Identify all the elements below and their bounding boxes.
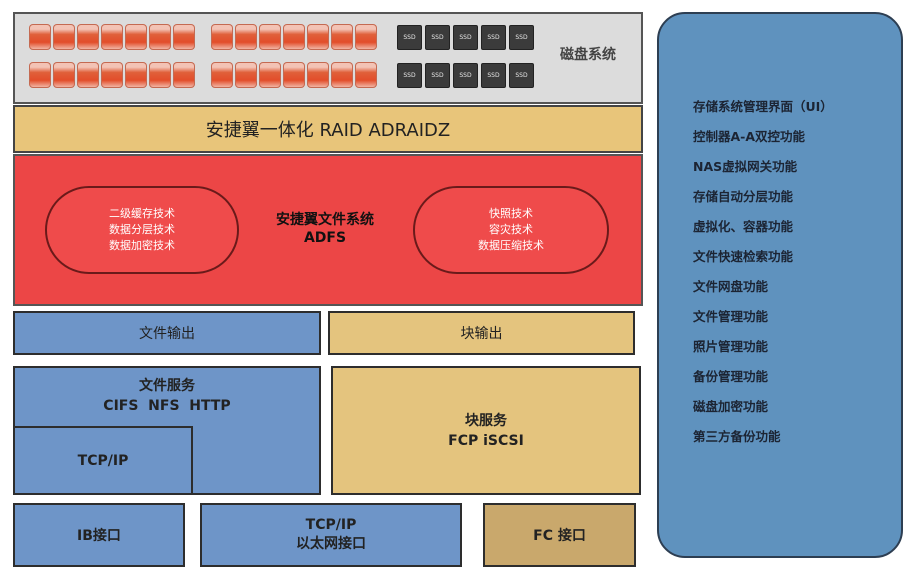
fc-interface-block: FC 接口 (483, 503, 636, 567)
hdd-icon (307, 62, 329, 88)
hdd-icon (211, 62, 233, 88)
fs-left-pill: 二级缓存技术 数据分层技术 数据加密技术 (45, 186, 239, 274)
raid-bar: 安捷翼一体化 RAID ADRAIDZ (13, 105, 643, 153)
hdd-icon (77, 62, 99, 88)
hdd-icon (283, 24, 305, 50)
fs-title: 安捷翼文件系统 ADFS (250, 211, 400, 247)
hdd-icon (125, 24, 147, 50)
hdd-icon (331, 24, 353, 50)
hdd-icon (53, 62, 75, 88)
block-service-title: 块服务 (465, 412, 507, 429)
fs-left-pill-line: 二级缓存技术 (109, 207, 175, 220)
feature-panel: 存储系统管理界面（UI） 控制器A-A双控功能 NAS虚拟网关功能 存储自动分层… (657, 12, 903, 558)
ssd-icon: SSD (397, 63, 422, 88)
fs-title-line1: 安捷翼文件系统 (276, 212, 374, 228)
hdd-icon (29, 24, 51, 50)
ssd-icon: SSD (425, 25, 450, 50)
ssd-icon: SSD (481, 25, 506, 50)
hdd-icon (173, 24, 195, 50)
ethernet-interface-block: TCP/IP 以太网接口 (200, 503, 462, 567)
file-service-text: 文件服务 CIFS NFS HTTP (15, 376, 319, 416)
fs-right-pill: 快照技术 容灾技术 数据压缩技术 (413, 186, 609, 274)
feature-item: 备份管理功能 (693, 369, 769, 384)
hdd-icon (101, 24, 123, 50)
hdd-icon (149, 62, 171, 88)
hdd-icon (101, 62, 123, 88)
hdd-icon (307, 24, 329, 50)
feature-item: 文件网盘功能 (693, 279, 769, 294)
hdd-icon (259, 24, 281, 50)
hdd-row-1b (211, 24, 377, 50)
ssd-icon: SSD (509, 63, 534, 88)
fs-left-pill-line: 数据加密技术 (109, 239, 175, 252)
file-service-protocols: CIFS NFS HTTP (103, 398, 231, 414)
hdd-icon (235, 62, 257, 88)
fs-left-pill-line: 数据分层技术 (109, 223, 175, 236)
hdd-row-1a (29, 24, 195, 50)
disk-system-label: 磁盘系统 (560, 47, 616, 63)
feature-item: 磁盘加密功能 (693, 399, 769, 414)
feature-item: NAS虚拟网关功能 (693, 159, 798, 174)
feature-item: 控制器A-A双控功能 (693, 129, 806, 144)
fs-right-pill-line: 快照技术 (489, 207, 533, 220)
disk-system-block: SSD SSD SSD SSD SSD SSD SSD SSD SSD SSD … (13, 12, 643, 104)
hdd-icon (77, 24, 99, 50)
ssd-icon: SSD (453, 25, 478, 50)
ib-interface-block: IB接口 (13, 503, 185, 567)
file-service-tcpip-block: TCP/IP (13, 426, 193, 495)
hdd-row-2b (211, 62, 377, 88)
ethernet-line2: 以太网接口 (296, 536, 366, 552)
block-output-block: 块输出 (328, 311, 635, 355)
hdd-icon (173, 62, 195, 88)
feature-list: 存储系统管理界面（UI） 控制器A-A双控功能 NAS虚拟网关功能 存储自动分层… (693, 92, 833, 452)
feature-item: 存储系统管理界面（UI） (693, 99, 833, 114)
block-service-protocols: FCP iSCSI (448, 432, 524, 449)
ssd-icon: SSD (453, 63, 478, 88)
feature-item: 文件管理功能 (693, 309, 769, 324)
filesystem-block: 二级缓存技术 数据分层技术 数据加密技术 安捷翼文件系统 ADFS 快照技术 容… (13, 154, 643, 306)
feature-item: 第三方备份功能 (693, 429, 781, 444)
ssd-icon: SSD (481, 63, 506, 88)
ssd-icon: SSD (425, 63, 450, 88)
ethernet-line1: TCP/IP (305, 517, 357, 533)
hdd-icon (331, 62, 353, 88)
ssd-icon: SSD (397, 25, 422, 50)
ssd-icon: SSD (509, 25, 534, 50)
hdd-icon (53, 24, 75, 50)
ssd-row-2: SSD SSD SSD SSD SSD (397, 63, 534, 88)
fs-title-line2: ADFS (303, 230, 347, 246)
feature-item: 照片管理功能 (693, 339, 769, 354)
file-service-title: 文件服务 (139, 378, 195, 394)
ssd-row-1: SSD SSD SSD SSD SSD (397, 25, 534, 50)
hdd-icon (125, 62, 147, 88)
feature-item: 文件快速检索功能 (693, 249, 794, 264)
fs-right-pill-line: 容灾技术 (489, 223, 533, 236)
hdd-icon (355, 24, 377, 50)
file-output-block: 文件输出 (13, 311, 321, 355)
hdd-icon (355, 62, 377, 88)
hdd-icon (235, 24, 257, 50)
hdd-icon (149, 24, 171, 50)
hdd-row-2a (29, 62, 195, 88)
hdd-icon (211, 24, 233, 50)
block-service-block: 块服务 FCP iSCSI (331, 366, 641, 495)
feature-item: 虚拟化、容器功能 (693, 219, 794, 234)
fs-right-pill-line: 数据压缩技术 (478, 239, 544, 252)
hdd-icon (283, 62, 305, 88)
hdd-icon (259, 62, 281, 88)
hdd-icon (29, 62, 51, 88)
feature-item: 存储自动分层功能 (693, 189, 794, 204)
